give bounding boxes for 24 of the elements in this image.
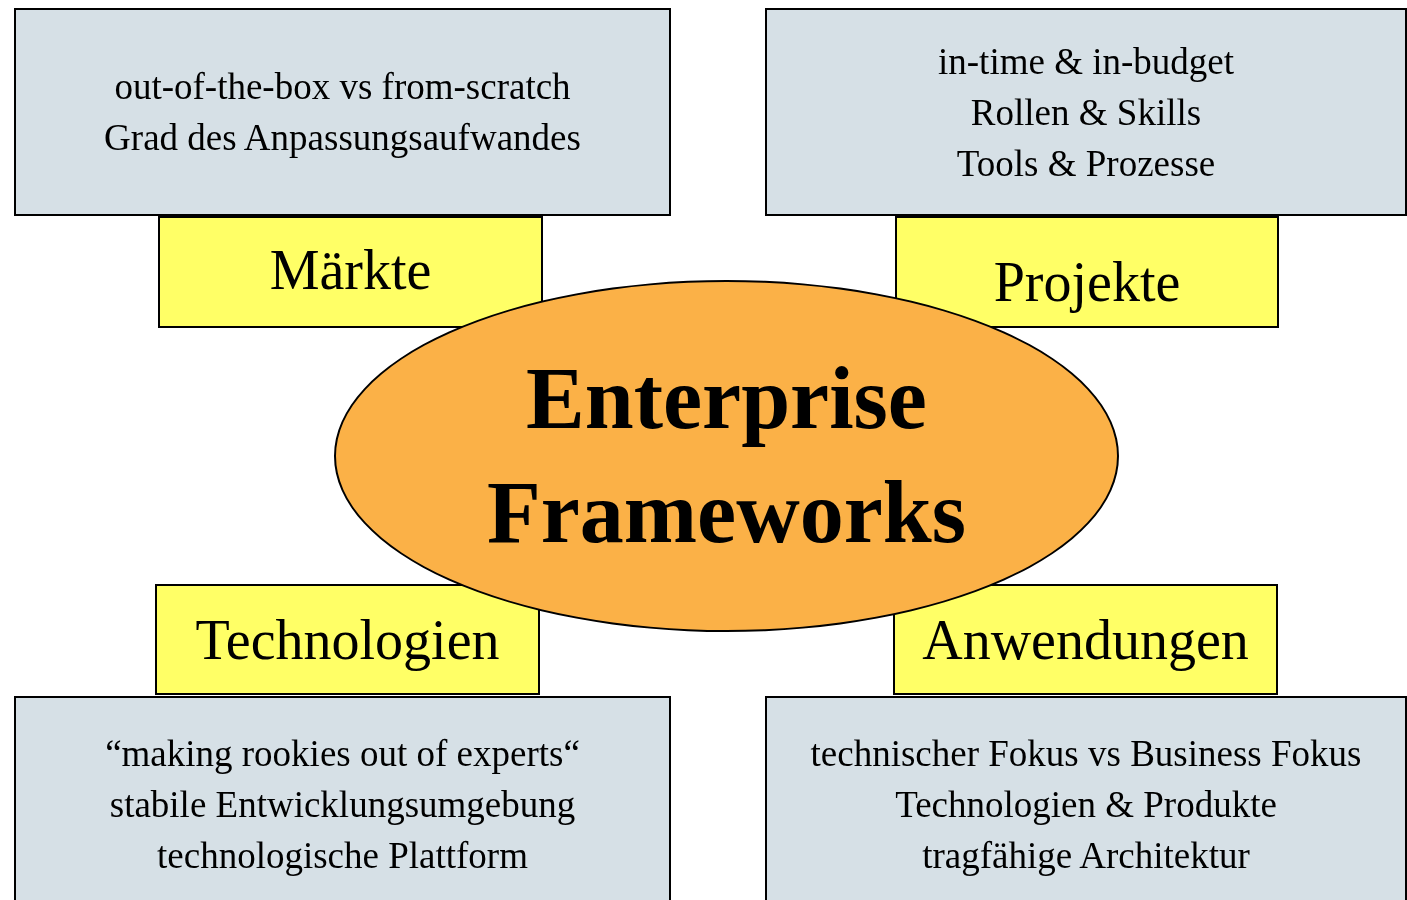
detail-box (765, 8, 1407, 216)
title-text: Enterprise Frameworks (486, 348, 967, 563)
category-label: Anwendungen (922, 610, 1249, 672)
detail-box (765, 696, 1407, 900)
detail-text: stabile Entwicklungsumgebung (109, 783, 576, 827)
category-box (893, 584, 1278, 695)
detail-text: Technologien & Produkte (895, 783, 1277, 827)
detail-text: technischer Fokus vs Business Fokus (810, 732, 1362, 776)
detail-text: out-of-the-box vs from-scratch (114, 65, 571, 109)
category-box (158, 216, 543, 328)
category-box (155, 584, 540, 695)
category-box (895, 216, 1279, 328)
detail-text: “making rookies out of experts“ (105, 732, 580, 776)
category-label: Technologien (195, 610, 500, 672)
detail-box (14, 8, 671, 216)
category-label: Projekte (993, 252, 1181, 314)
detail-text: tragfähige Architektur (922, 834, 1250, 878)
detail-box (14, 696, 671, 900)
detail-text: Tools & Prozesse (956, 141, 1216, 186)
detail-text: Grad des Anpassungsaufwandes (104, 116, 581, 160)
detail-text: Rollen & Skills (970, 90, 1202, 135)
category-label: Märkte (269, 240, 432, 302)
detail-text: in-time & in-budget (938, 39, 1234, 84)
detail-text: technologische Plattform (157, 834, 528, 878)
